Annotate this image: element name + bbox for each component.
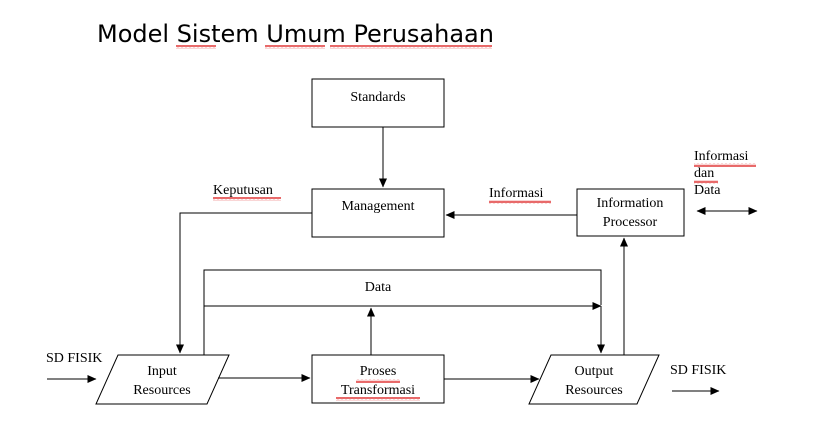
informasi-dan-data-line2: dan [694,166,714,181]
informasi-label: Informasi [489,186,544,201]
output-resources-box: Output Resources [528,354,660,405]
output-resources-label-line2: Resources [565,383,623,398]
spellcheck-underline [336,397,420,401]
page-title: Model Sistem Umum Perusahaan [97,20,494,48]
spellcheck-underline [489,200,551,204]
information-processor-box: Information Processor [576,188,685,237]
standards-label: Standards [350,90,405,105]
keputusan-label: Keputusan [213,183,273,198]
informasi-dan-data-line3: Data [694,183,721,198]
input-resources-box: Input Resources [95,354,230,405]
sd-fisik-in-label: SD FISIK [46,351,102,366]
output-resources-label-line1: Output [575,364,614,379]
proses-transformasi-label-line1: Proses [360,364,397,379]
spellcheck-underline [356,379,400,383]
information-processor-label-line1: Information [597,196,664,211]
data-line-top [203,269,602,355]
spellcheck-underline [213,197,281,201]
spellcheck-underline [176,45,216,49]
input-resources-label-line2: Resources [133,383,191,398]
input-resources-label-line1: Input [147,364,177,379]
management-label: Management [341,199,414,214]
management-box: Management [311,188,445,238]
proses-transformasi-box: Proses Transformasi [311,354,445,404]
information-processor-label-line2: Processor [603,215,658,230]
data-label: Data [365,280,392,295]
spellcheck-underline [694,163,756,167]
informasi-dan-data-line1: Informasi [694,149,749,164]
proses-transformasi-label-line2: Transformasi [341,383,415,398]
sd-fisik-out-label: SD FISIK [670,363,726,378]
spellcheck-underline [694,180,718,184]
spellcheck-underline [330,45,492,49]
spellcheck-underline [265,45,325,49]
keputusan-arrow [176,212,312,354]
standards-box: Standards [311,78,445,128]
